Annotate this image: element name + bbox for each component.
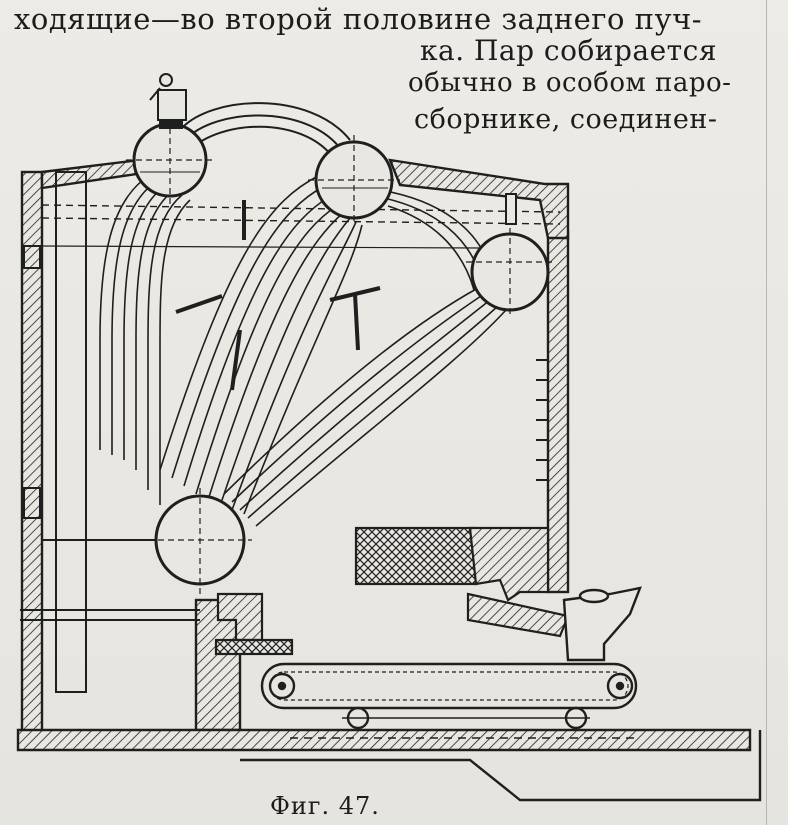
text-line-4: сборнике, соединен-: [414, 104, 718, 135]
drum-right: [466, 228, 556, 318]
steam-pipe: [179, 102, 351, 157]
coal-hopper: [562, 586, 642, 662]
tube-bundle-right: [223, 189, 507, 527]
drum-lower-mud: [148, 488, 252, 596]
page-edge: [766, 0, 767, 825]
text-line-1: ходящие—во второй половине заднего пуч-: [14, 2, 703, 36]
text-line-3: обычно в особом паро-: [408, 68, 732, 98]
drum-upper-right: [308, 135, 400, 225]
left-frame: [20, 171, 200, 693]
furnace-bridge: [214, 526, 570, 656]
wall-fins: [505, 193, 548, 481]
safety-valve: [149, 73, 187, 129]
figure-caption: Фиг. 47.: [270, 792, 380, 820]
text-line-2: ка. Пар собирается: [420, 34, 718, 67]
chain-grate: [260, 662, 640, 739]
baffles: [175, 200, 381, 391]
tube-bundle-left: [99, 174, 191, 505]
drum-upper-left: [126, 118, 214, 205]
tube-bundle-middle: [159, 174, 363, 515]
outer-walls: [16, 158, 762, 802]
